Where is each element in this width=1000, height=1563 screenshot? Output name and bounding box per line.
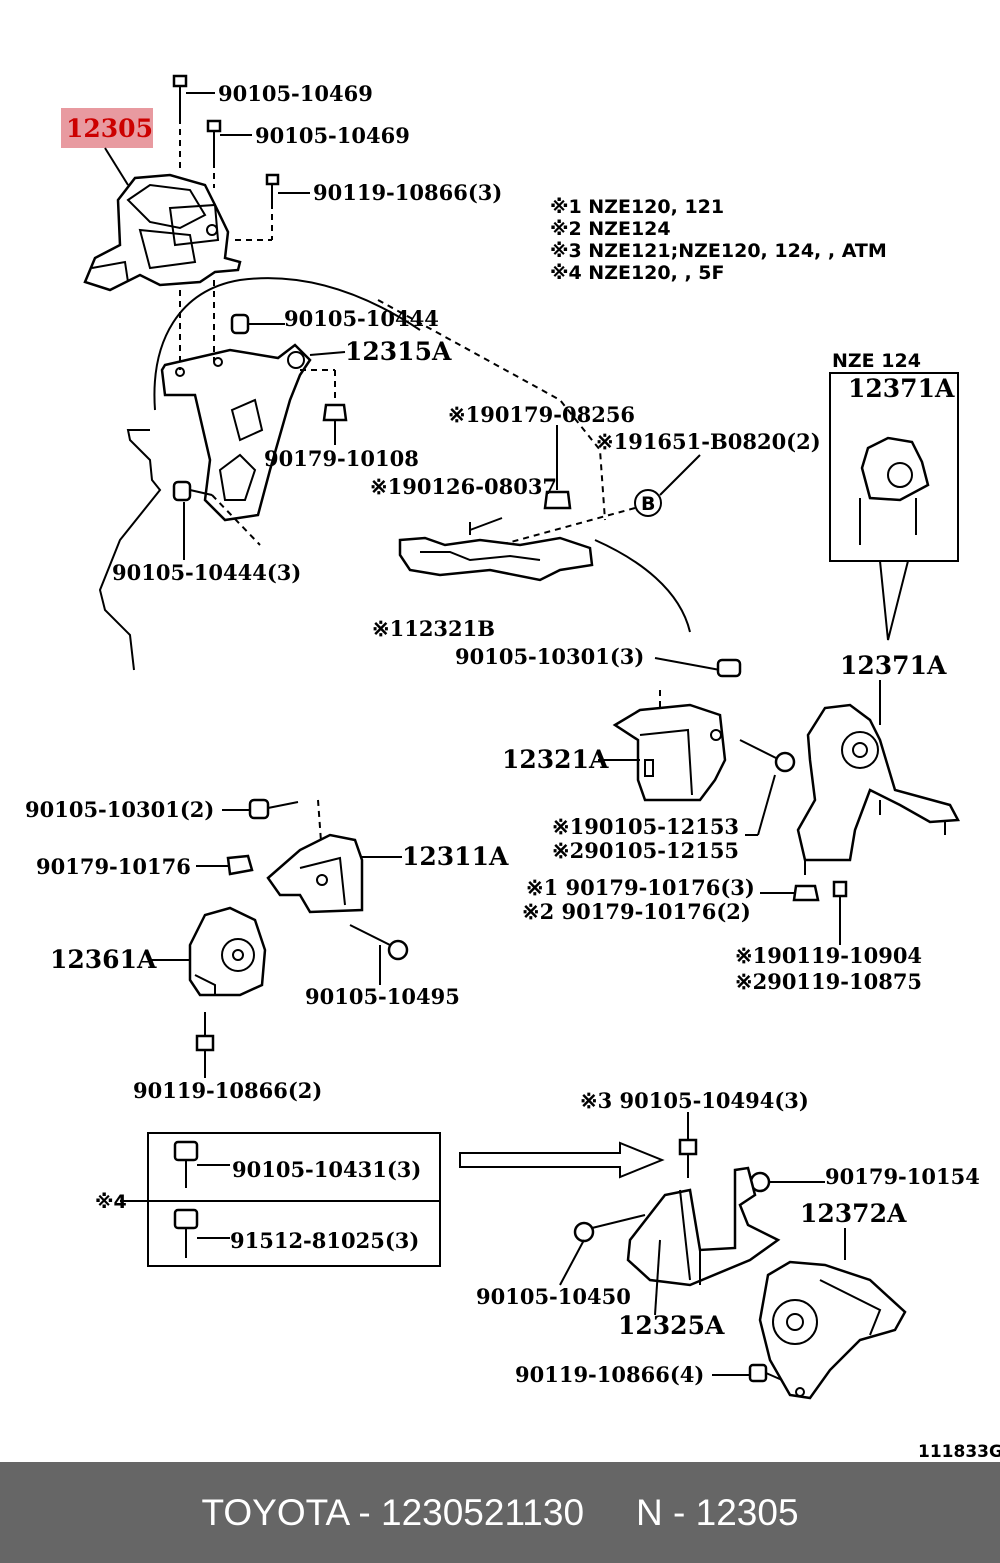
nut-icon-90179-10176-b bbox=[792, 884, 820, 902]
bracket-12325A bbox=[626, 1166, 781, 1287]
bolt-icon-90105-10301 bbox=[654, 657, 742, 678]
footer-ref: N - 12305 bbox=[636, 1491, 799, 1533]
part-label-12371A[interactable]: 12371A bbox=[840, 651, 947, 680]
diagram-id: 111833G bbox=[918, 1442, 1000, 1460]
part-number-b21[interactable]: 90119-10866(4) bbox=[515, 1362, 704, 1387]
stud-icon-90126-08037 bbox=[469, 517, 503, 535]
note-2: ※2 NZE124 bbox=[550, 218, 671, 240]
part-number-b5[interactable]: 90179-10108 bbox=[264, 446, 419, 471]
parts-diagram: 12305 90105-10469 90105-10469 90119-1086… bbox=[25, 74, 1000, 1460]
part-number-box2[interactable]: 91512-81025(3) bbox=[230, 1228, 419, 1253]
part-label-12372A[interactable]: 12372A bbox=[800, 1199, 907, 1228]
part-number-b20[interactable]: 90105-10450 bbox=[476, 1284, 631, 1309]
engine-mount-12305 bbox=[83, 173, 242, 292]
callout-b-label: B bbox=[641, 493, 655, 515]
part-number-n190179[interactable]: ※190179-08256 bbox=[448, 402, 635, 427]
part-label-12305[interactable]: 12305 bbox=[66, 114, 153, 143]
part-number-b18[interactable]: ※3 90105-10494(3) bbox=[580, 1088, 809, 1113]
bolt-icon-top-2 bbox=[206, 119, 222, 162]
part-number-b19[interactable]: 90179-10154 bbox=[825, 1164, 980, 1189]
part-label-12325A[interactable]: 12325A bbox=[618, 1311, 725, 1340]
inset-box-nze124 bbox=[829, 372, 959, 562]
model-notes: ※1 NZE120, 121 ※2 NZE124 ※3 NZE121;NZE12… bbox=[550, 196, 887, 284]
bolt-icon-90105-10444 bbox=[230, 313, 275, 335]
nut-icon-90179-10176 bbox=[226, 854, 254, 876]
bracket-12321A bbox=[612, 703, 727, 802]
bolt-icon-90105-10431 bbox=[173, 1140, 199, 1188]
part-number-b9[interactable]: ※290105-12155 bbox=[552, 838, 739, 863]
bracket-12311A bbox=[266, 833, 364, 914]
part-number-b8[interactable]: ※190105-12153 bbox=[552, 814, 739, 839]
part-number-b16[interactable]: 90105-10495 bbox=[305, 984, 460, 1009]
part-number-b2[interactable]: 90105-10469 bbox=[255, 123, 410, 148]
part-label-12361A[interactable]: 12361A bbox=[50, 945, 157, 974]
part-number-n191651[interactable]: ※191651-B0820(2) bbox=[596, 429, 821, 454]
footer-bar: TOYOTA - 1230521130 N - 12305 bbox=[0, 1462, 1000, 1563]
nut-icon-90179-08256 bbox=[543, 490, 572, 510]
part-label-12321B[interactable]: ※112321B bbox=[372, 616, 495, 641]
inset-title-nze124: NZE 124 bbox=[832, 350, 921, 372]
part-number-b13[interactable]: ※290119-10875 bbox=[735, 969, 922, 994]
part-number-b17[interactable]: 90119-10866(2) bbox=[133, 1078, 322, 1103]
part-number-b4[interactable]: 90105-10444 bbox=[284, 306, 439, 331]
part-number-b10[interactable]: ※1 90179-10176(3) bbox=[526, 875, 755, 900]
bolt-icon-90119-10904 bbox=[832, 880, 848, 915]
part-label-12371A-inset[interactable]: 12371A bbox=[848, 374, 955, 403]
arrow-icon bbox=[459, 1141, 665, 1179]
part-label-12321A[interactable]: 12321A bbox=[502, 745, 609, 774]
mount-12371A-inset bbox=[859, 436, 930, 545]
part-number-b3[interactable]: 90119-10866(3) bbox=[313, 180, 502, 205]
bolt-icon-90105-10444-3 bbox=[172, 480, 213, 502]
bolt-icon-90119-10866-2 bbox=[195, 1012, 215, 1052]
bolt-icon-90105-10494 bbox=[678, 1138, 698, 1178]
callout-circle-b bbox=[634, 489, 662, 517]
part-number-b7[interactable]: 90105-10301(3) bbox=[455, 644, 644, 669]
bolt-icon-91512-81025 bbox=[173, 1208, 199, 1258]
note-1: ※1 NZE120, 121 bbox=[550, 196, 724, 218]
part-label-12311A[interactable]: 12311A bbox=[402, 842, 509, 871]
part-number-n190126[interactable]: ※190126-08037 bbox=[370, 474, 557, 499]
mount-12361A bbox=[188, 906, 267, 997]
bolt-icon-top-1 bbox=[172, 74, 188, 118]
part-number-b1[interactable]: 90105-10469 bbox=[218, 81, 373, 106]
nut-icon-90179-10108 bbox=[322, 403, 348, 422]
kit-box bbox=[147, 1132, 441, 1267]
bolt-icon-90105-12153 bbox=[739, 739, 796, 773]
bolt-icon-90119-10866-4 bbox=[748, 1363, 783, 1383]
part-number-b11[interactable]: ※2 90179-10176(2) bbox=[522, 899, 751, 924]
part-number-b14[interactable]: 90105-10301(2) bbox=[25, 797, 214, 822]
part-label-12315A[interactable]: 12315A bbox=[345, 337, 452, 366]
bolt-icon-90105-10301-2 bbox=[248, 798, 299, 820]
part-number-box1[interactable]: 90105-10431(3) bbox=[232, 1157, 421, 1182]
part-number-b12[interactable]: ※190119-10904 bbox=[735, 943, 922, 968]
bracket-12321B bbox=[398, 536, 594, 582]
part-number-b15[interactable]: 90179-10176 bbox=[36, 854, 191, 879]
footer-brand-part: TOYOTA - 1230521130 bbox=[201, 1491, 585, 1533]
part-number-b6[interactable]: 90105-10444(3) bbox=[112, 560, 301, 585]
bolt-icon-top-3 bbox=[265, 173, 280, 203]
note-4: ※4 NZE120, , 5F bbox=[550, 262, 725, 284]
highlight-box bbox=[61, 108, 153, 148]
bracket-12315A bbox=[160, 343, 312, 522]
kit-note-4: ※4 bbox=[95, 1191, 127, 1213]
bolt-icon-90105-10495 bbox=[349, 924, 409, 961]
mount-12372A bbox=[758, 1260, 907, 1400]
note-3: ※3 NZE121;NZE120, 124, , ATM bbox=[550, 240, 887, 262]
mount-12371A bbox=[796, 703, 961, 875]
